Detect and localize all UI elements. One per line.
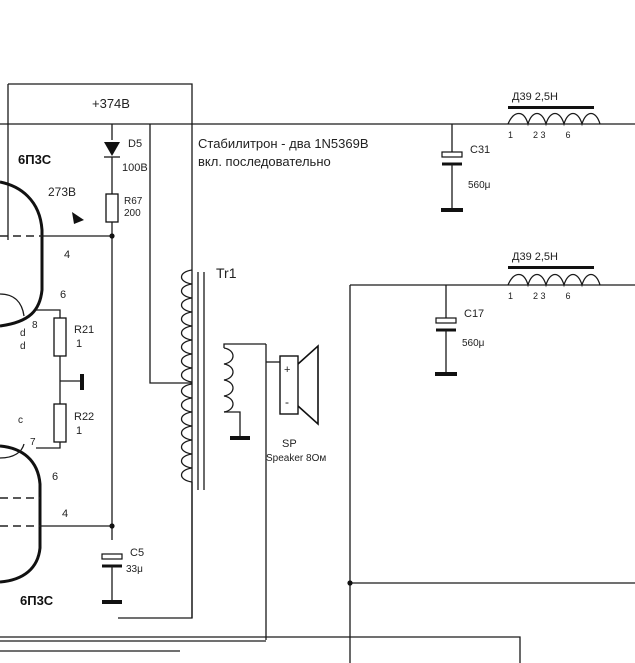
- r67-value-label: 200: [124, 208, 141, 219]
- c5-value-label: 33μ: [126, 564, 143, 575]
- choke2-name-label: Д39 2,5Н: [512, 251, 558, 263]
- choke-2: [507, 266, 601, 288]
- junction-dot: [347, 580, 353, 586]
- c5-ref-label: C5: [130, 547, 144, 559]
- capacitor-c17: [435, 285, 457, 376]
- r22-value-label: 1: [76, 425, 82, 437]
- ground-symbol: [80, 374, 84, 390]
- pin4-top-label: 4: [64, 249, 70, 261]
- choke1-pins-label: 1 2 3 6: [508, 130, 571, 140]
- c31-ref-label: C31: [470, 144, 490, 156]
- tube-bottom-label: 6П3С: [20, 593, 54, 608]
- speaker-plus-label: +: [284, 364, 290, 376]
- tube-top: [0, 180, 112, 328]
- choke2-pins-label: 1 2 3 6: [508, 291, 571, 301]
- pin6-bottom-label: 6: [52, 471, 58, 483]
- speaker-minus-label: -: [285, 395, 289, 409]
- sp-ref-label: SP: [282, 438, 297, 450]
- note-line1: Стабилитрон - два 1N5369В: [198, 136, 369, 151]
- note-line2: вкл. последовательно: [198, 154, 331, 169]
- d5-ref-label: D5: [128, 138, 142, 150]
- bottom-wiring: [0, 636, 521, 663]
- r67-ref-label: R67: [124, 196, 143, 207]
- resistor-r67: [105, 193, 119, 223]
- resistor-r22: [53, 403, 67, 443]
- sp-value-label: Speaker 8Ом: [266, 453, 326, 464]
- supply-box: [0, 83, 635, 619]
- c31-value-label: 560μ: [468, 180, 491, 191]
- pin6-top-label: 6: [60, 289, 66, 301]
- capacitor-c5: [101, 553, 123, 604]
- transformer-tr1: [180, 269, 266, 618]
- pin7-label: 7: [30, 437, 36, 448]
- tube-bottom: [0, 443, 112, 584]
- r21-ref-label: R21: [74, 324, 94, 336]
- supply-voltage-label: +374В: [92, 96, 130, 111]
- resistor-r21: [53, 317, 67, 357]
- c17-ref-label: C17: [464, 308, 484, 320]
- pin4-bottom-label: 4: [62, 508, 68, 520]
- c17-value-label: 560μ: [462, 338, 485, 349]
- zener-diode-d5: [104, 142, 120, 156]
- tube-top-label: 6П3С: [18, 152, 52, 167]
- tr1-ref-label: Tr1: [216, 265, 237, 281]
- choke1-name-label: Д39 2,5Н: [512, 91, 558, 103]
- r22-ref-label: R22: [74, 411, 94, 423]
- r21-value-label: 1: [76, 338, 82, 350]
- pin-d2-label: d: [20, 341, 26, 352]
- d5-r67-column: [104, 124, 120, 540]
- d5-value-label: 100В: [122, 162, 148, 174]
- cathode-voltage-label: 273В: [48, 185, 76, 199]
- speaker-sp: [265, 344, 319, 640]
- pin-d1-label: d: [20, 328, 26, 339]
- r21-r22-divider: [36, 309, 84, 449]
- pin8-label: 8: [32, 320, 38, 331]
- choke-1: [507, 106, 601, 127]
- pin-c-label: c: [18, 415, 23, 426]
- capacitor-c31: [441, 124, 463, 212]
